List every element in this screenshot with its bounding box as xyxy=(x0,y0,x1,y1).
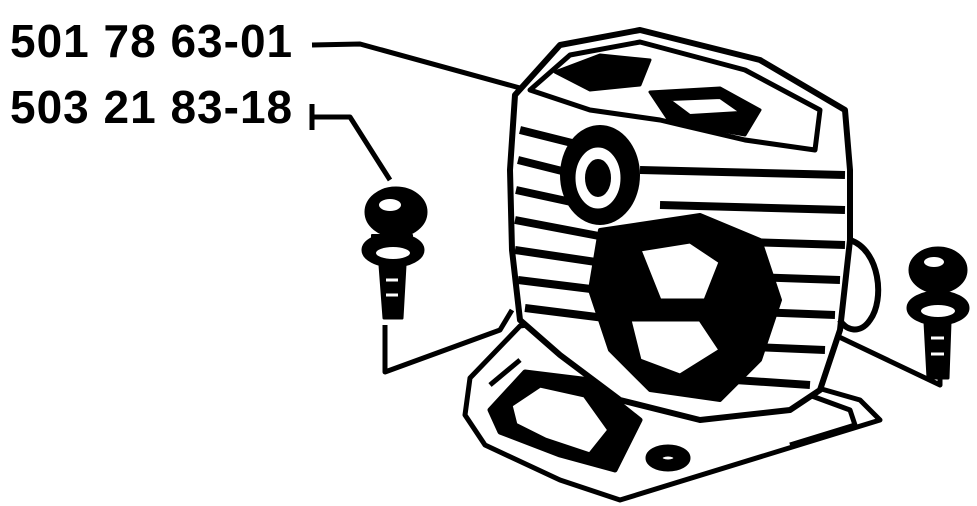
leader-line-cylinder xyxy=(311,41,521,91)
bolt-left xyxy=(361,186,428,320)
cylinder-body xyxy=(507,27,882,423)
part-number-cylinder: 501 78 63-01 xyxy=(10,15,294,67)
part-number-bolt: 503 21 83-18 xyxy=(10,81,294,133)
bolt-right xyxy=(906,246,970,380)
